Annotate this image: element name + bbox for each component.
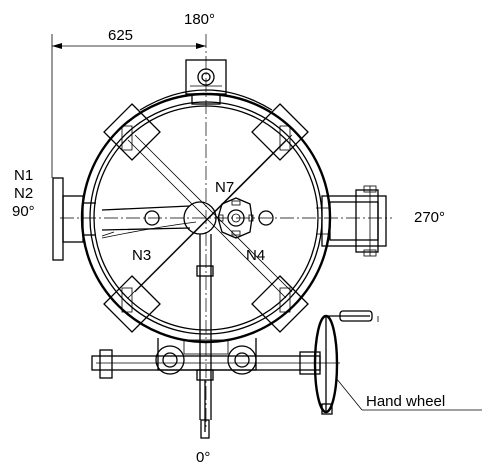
diagonal-supports bbox=[127, 134, 293, 299]
nozzle-n4-label: N4 bbox=[246, 247, 265, 264]
top-housing bbox=[139, 89, 273, 111]
dimension-625 bbox=[51, 34, 206, 178]
nozzle-n3-label: N3 bbox=[132, 247, 151, 264]
angle-right-label: 270° bbox=[414, 209, 445, 226]
hand-wheel-leader bbox=[335, 377, 482, 411]
inner-arm bbox=[101, 197, 274, 239]
nozzle-n2-label: N2 bbox=[14, 185, 33, 202]
drive-shaft bbox=[91, 349, 340, 379]
angle-top-label: 180° bbox=[184, 11, 215, 28]
hand-wheel-label: Hand wheel bbox=[366, 393, 445, 410]
angle-left-label: 90° bbox=[12, 203, 35, 220]
left-flange bbox=[52, 177, 96, 261]
right-bracket bbox=[316, 185, 387, 257]
nozzle-n1-label: N1 bbox=[14, 167, 33, 184]
nozzle-n7-label: N7 bbox=[215, 179, 234, 196]
hand-wheel bbox=[313, 310, 379, 415]
support-pads bbox=[103, 103, 309, 333]
top-nozzle bbox=[185, 59, 227, 105]
angle-bottom-label: 0° bbox=[196, 449, 210, 466]
dimension-label: 625 bbox=[108, 27, 133, 44]
vertical-shaft bbox=[196, 234, 214, 439]
